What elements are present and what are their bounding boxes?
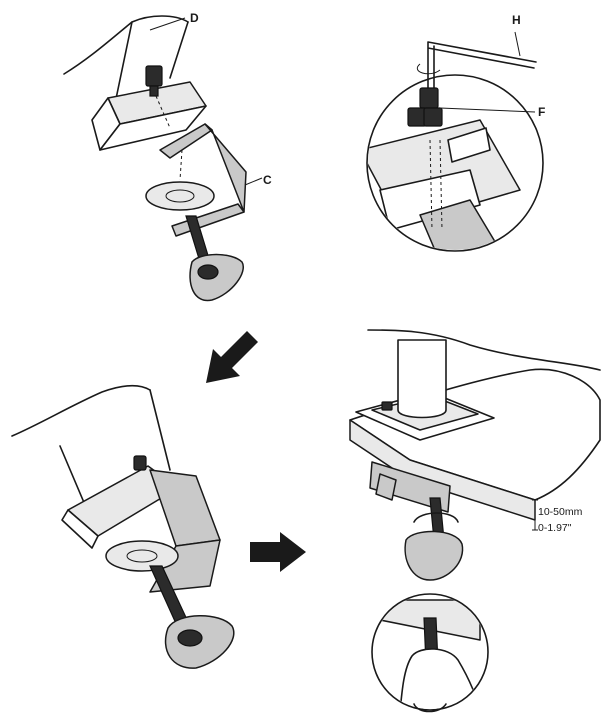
callout-h: H — [512, 13, 521, 27]
bolt-f — [419, 87, 439, 109]
callout-f: F — [538, 105, 545, 119]
clamp-knob — [189, 253, 244, 302]
callout-c: C — [263, 173, 272, 187]
step-1-detail-hex-key — [366, 31, 544, 252]
step-1-exploded-clamp — [63, 15, 263, 302]
callout-d: D — [190, 11, 199, 25]
step-3-clamp-on-desk — [349, 329, 601, 581]
clamp-knob-tightened — [404, 530, 464, 581]
step-3-detail-hand-tightening — [371, 593, 489, 713]
bolt-d — [145, 65, 163, 87]
dimension-imperial: 0-1.97" — [538, 522, 572, 534]
monitor-pole — [397, 339, 447, 419]
arrow-right — [250, 532, 306, 572]
hex-key-h — [427, 41, 537, 91]
step-2-assembled-clamp — [11, 384, 235, 669]
clamp-pad-assembled — [105, 540, 179, 572]
clamp-pad — [145, 181, 215, 211]
arrow-down-left — [206, 331, 258, 383]
dimension-metric: 10-50mm — [538, 506, 583, 518]
